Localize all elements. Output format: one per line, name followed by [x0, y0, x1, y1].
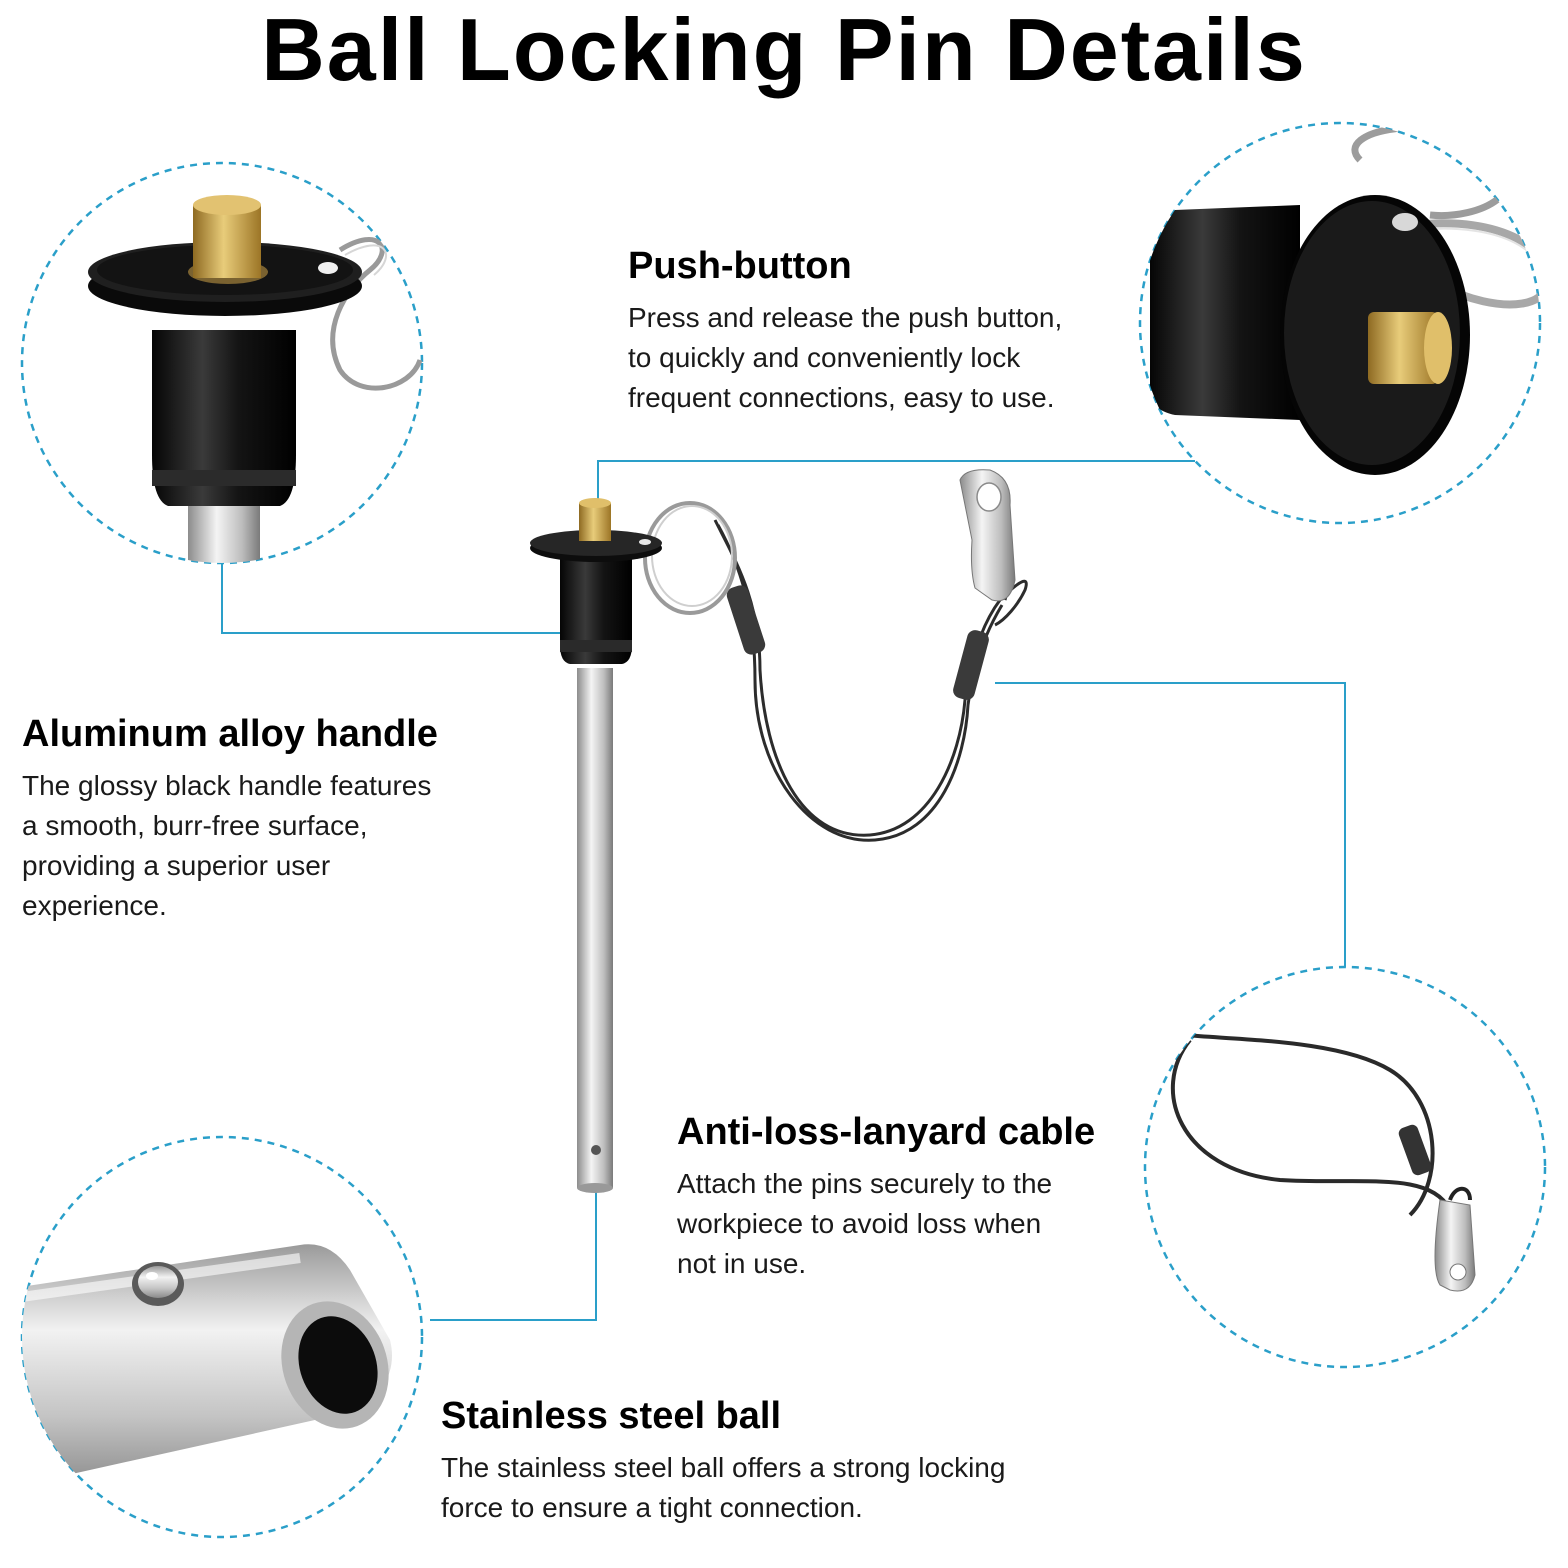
feature-description: Attach the pins securely to the workpiec…	[677, 1168, 1053, 1279]
push-button-zoom-image	[1150, 124, 1540, 475]
cable-zoom-image	[1171, 1033, 1476, 1292]
feature-heading: Anti-loss-lanyard cable	[677, 1111, 1096, 1153]
feature-lanyard-cable: Anti-loss-lanyard cable Attach the pins …	[677, 1110, 1137, 1284]
feature-description: Press and release the push button, to qu…	[628, 302, 1063, 413]
handle-zoom-image	[88, 195, 422, 563]
split-ring	[643, 501, 737, 615]
feature-description: The glossy black handle features a smoot…	[22, 770, 432, 921]
feature-heading: Aluminum alloy handle	[22, 713, 438, 755]
feature-aluminum-handle: Aluminum alloy handle The glossy black h…	[22, 712, 512, 926]
pin-push-button	[579, 503, 611, 541]
callout-line-handle	[221, 563, 560, 634]
detail-circle-push	[1138, 121, 1542, 525]
pin-handle	[560, 556, 632, 664]
cable-lug	[959, 469, 1016, 602]
feature-push-button: Push-button Press and release the push b…	[628, 244, 1148, 418]
detail-circle-cable	[1143, 965, 1547, 1369]
pin-shaft	[577, 668, 613, 1188]
steel-ball-zoom-image	[22, 1244, 393, 1490]
ball-lock-pin-image	[530, 469, 1028, 1193]
callout-line-cable	[995, 682, 1346, 967]
page-title: Ball Locking Pin Details	[261, 0, 1307, 99]
feature-description: The stainless steel ball offers a strong…	[441, 1452, 1006, 1523]
feature-heading: Push-button	[628, 245, 852, 287]
callout-line-ball	[430, 1168, 597, 1321]
callout-line-push	[597, 460, 1195, 505]
feature-steel-ball: Stainless steel ball The stainless steel…	[441, 1394, 1141, 1528]
callout-lines	[221, 460, 1346, 1321]
feature-heading: Stainless steel ball	[441, 1395, 782, 1437]
